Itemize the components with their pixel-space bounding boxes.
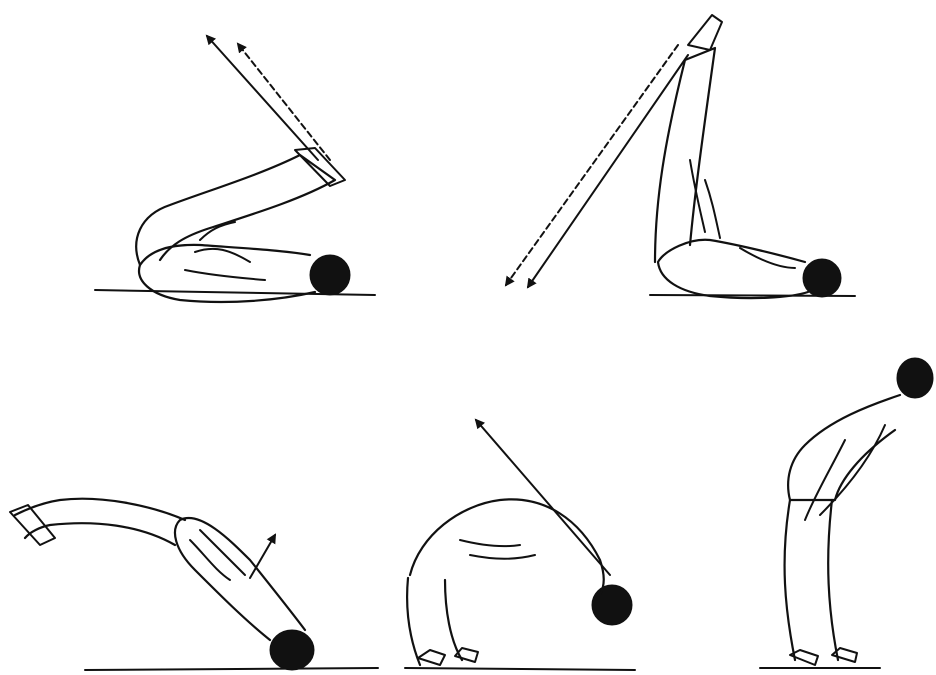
figure-3-rolling-back: [10, 499, 378, 670]
torso: [788, 395, 900, 500]
floor-line: [85, 668, 378, 670]
arm: [690, 160, 795, 268]
arrow-solid: [250, 535, 275, 578]
head: [310, 255, 350, 295]
foot: [688, 15, 722, 50]
torso: [658, 240, 808, 298]
foot: [790, 648, 857, 665]
arrow-dashed: [506, 45, 678, 285]
head: [270, 630, 314, 670]
leg: [785, 500, 838, 660]
arm: [805, 425, 885, 520]
leg: [655, 48, 715, 262]
foot: [418, 648, 478, 665]
arm: [460, 540, 535, 559]
arrow-solid: [476, 420, 610, 575]
arrow-dashed: [238, 44, 330, 160]
floor-line: [405, 668, 635, 670]
head: [592, 585, 632, 625]
foot: [295, 148, 345, 186]
arm: [185, 222, 265, 280]
arrow-solid: [528, 55, 688, 287]
back-arch: [410, 499, 604, 595]
torso: [175, 518, 305, 640]
figure-5-standing: [760, 358, 933, 668]
head: [897, 358, 933, 398]
arrow-solid: [207, 36, 318, 160]
figure-1-lying-legs-over: [95, 36, 375, 302]
figure-2-lying-legs-up: [506, 15, 855, 298]
figure-4-backbend: [405, 420, 635, 670]
